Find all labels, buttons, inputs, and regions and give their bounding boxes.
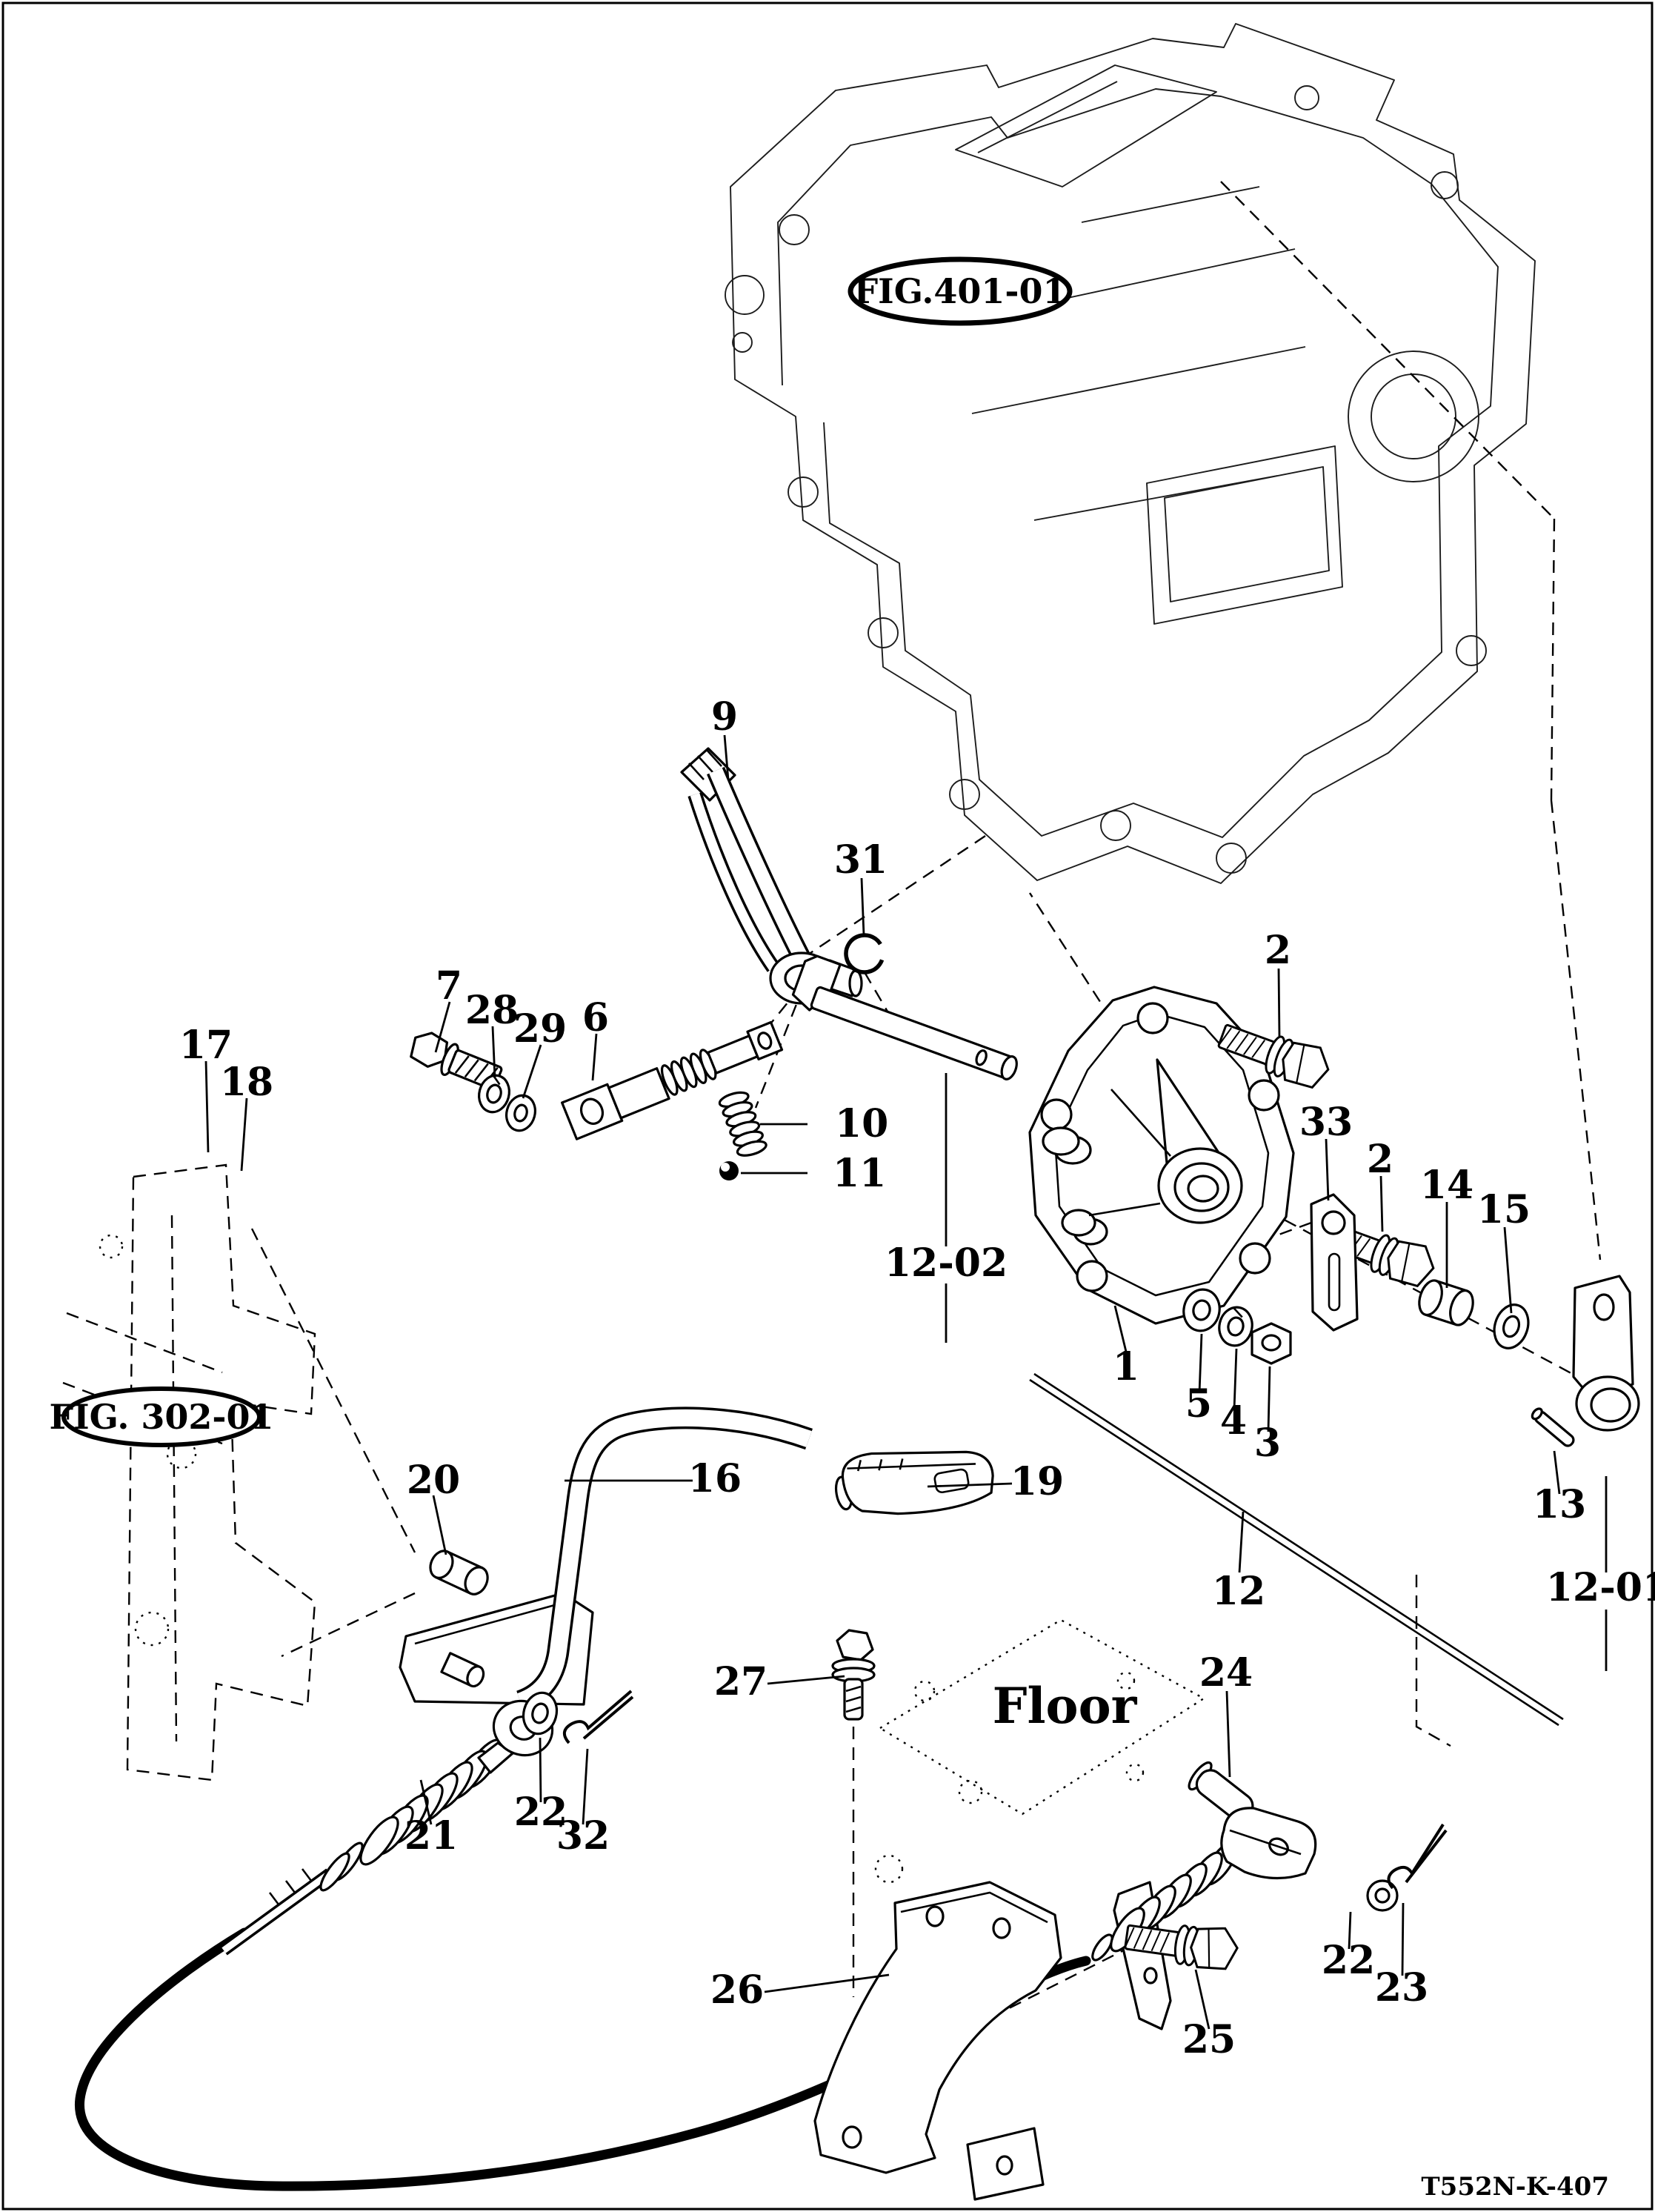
callout-25: 25	[1182, 2017, 1236, 2062]
part-cover-plate-1	[1028, 986, 1295, 1325]
callout-22b: 22	[1322, 1938, 1375, 1983]
floor-label: Floor	[993, 1677, 1138, 1735]
callout-26: 26	[710, 1967, 764, 2013]
callout-12: 12	[1212, 1569, 1265, 1614]
callout-20: 20	[407, 1458, 460, 1503]
callout-labels: 9 31 7 28 29 6 17 18 10 11 12-02 2 33 2 …	[179, 694, 1655, 2062]
callout-19: 19	[1010, 1459, 1064, 1504]
callout-3: 3	[1254, 1421, 1281, 1466]
callout-23: 23	[1375, 1965, 1428, 2010]
part-washer-22b	[1366, 1879, 1399, 1912]
part-cable-bracket-26	[813, 1881, 1062, 2201]
figure-ref-302-01: FIG. 302-01	[50, 1386, 274, 1447]
part-washer-15	[1493, 1303, 1530, 1349]
part-cotter-pin-23	[1387, 1823, 1448, 1890]
callout-5: 5	[1185, 1381, 1212, 1426]
callout-18: 18	[220, 1060, 273, 1105]
ghost-bracket-302	[62, 1163, 316, 1781]
callout-12-02: 12-02	[885, 1240, 1008, 1286]
part-cable-end-21	[220, 1699, 554, 1956]
callout-10: 10	[835, 1101, 888, 1146]
part-shaft-12-02	[791, 954, 1018, 1080]
part-pivot-pin-20	[429, 1550, 489, 1595]
callout-27: 27	[714, 1659, 767, 1704]
part-pin-13	[1531, 1407, 1575, 1447]
part-spring-10	[718, 1091, 767, 1157]
callout-28: 28	[465, 988, 519, 1033]
callout-15: 15	[1477, 1187, 1531, 1232]
part-release-lever-12-01	[1572, 1275, 1640, 1432]
part-adjuster-rod-6	[561, 1020, 784, 1140]
callout-12-01: 12-01	[1546, 1565, 1655, 1610]
part-lock-washer-28	[478, 1074, 510, 1114]
part-snap-ring-31	[844, 933, 885, 974]
callout-9: 9	[711, 694, 738, 740]
part-ball-11	[719, 1161, 739, 1180]
part-washer-5	[1182, 1288, 1221, 1332]
callout-7: 7	[436, 963, 462, 1009]
figure-ref-401-01-label: FIG.401-01	[854, 271, 1067, 311]
part-lock-washer-4	[1218, 1306, 1253, 1347]
drawing-number: T552N-K-407	[1421, 2172, 1609, 2202]
callout-13: 13	[1533, 1482, 1586, 1527]
leader-lines	[204, 734, 1608, 2030]
callout-2b: 2	[1367, 1137, 1393, 1182]
callout-22a: 22	[514, 1790, 567, 1835]
callout-32: 32	[556, 1813, 610, 1859]
ghost-housing-401	[725, 23, 1536, 884]
floor-panel	[874, 1618, 1206, 1884]
figure-ref-401-01: FIG.401-01	[848, 256, 1073, 326]
figure-ref-302-01-label: FIG. 302-01	[50, 1397, 274, 1437]
callout-33: 33	[1299, 1100, 1353, 1145]
callout-16: 16	[688, 1456, 742, 1501]
callout-29: 29	[513, 1006, 567, 1052]
part-stopper-strap-33	[1310, 1193, 1359, 1332]
part-washer-22a	[522, 1691, 559, 1736]
part-cotter-pin-32	[563, 1690, 634, 1744]
callout-17: 17	[179, 1023, 233, 1068]
part-washer-29	[505, 1094, 536, 1132]
part-collar-14	[1418, 1279, 1474, 1326]
callout-21: 21	[404, 1813, 458, 1859]
callout-6: 6	[582, 995, 609, 1040]
callout-1: 1	[1113, 1344, 1139, 1389]
part-pedal-arm-16	[516, 1406, 813, 1713]
callout-2a: 2	[1265, 928, 1291, 973]
part-bolt-27	[831, 1629, 876, 1721]
callout-31: 31	[834, 837, 888, 883]
callout-11: 11	[833, 1151, 886, 1196]
part-nut-3	[1251, 1322, 1292, 1365]
callout-4: 4	[1220, 1398, 1247, 1444]
callout-24: 24	[1199, 1650, 1253, 1695]
callout-14: 14	[1420, 1163, 1473, 1208]
part-pedal-pad-19	[834, 1450, 994, 1515]
